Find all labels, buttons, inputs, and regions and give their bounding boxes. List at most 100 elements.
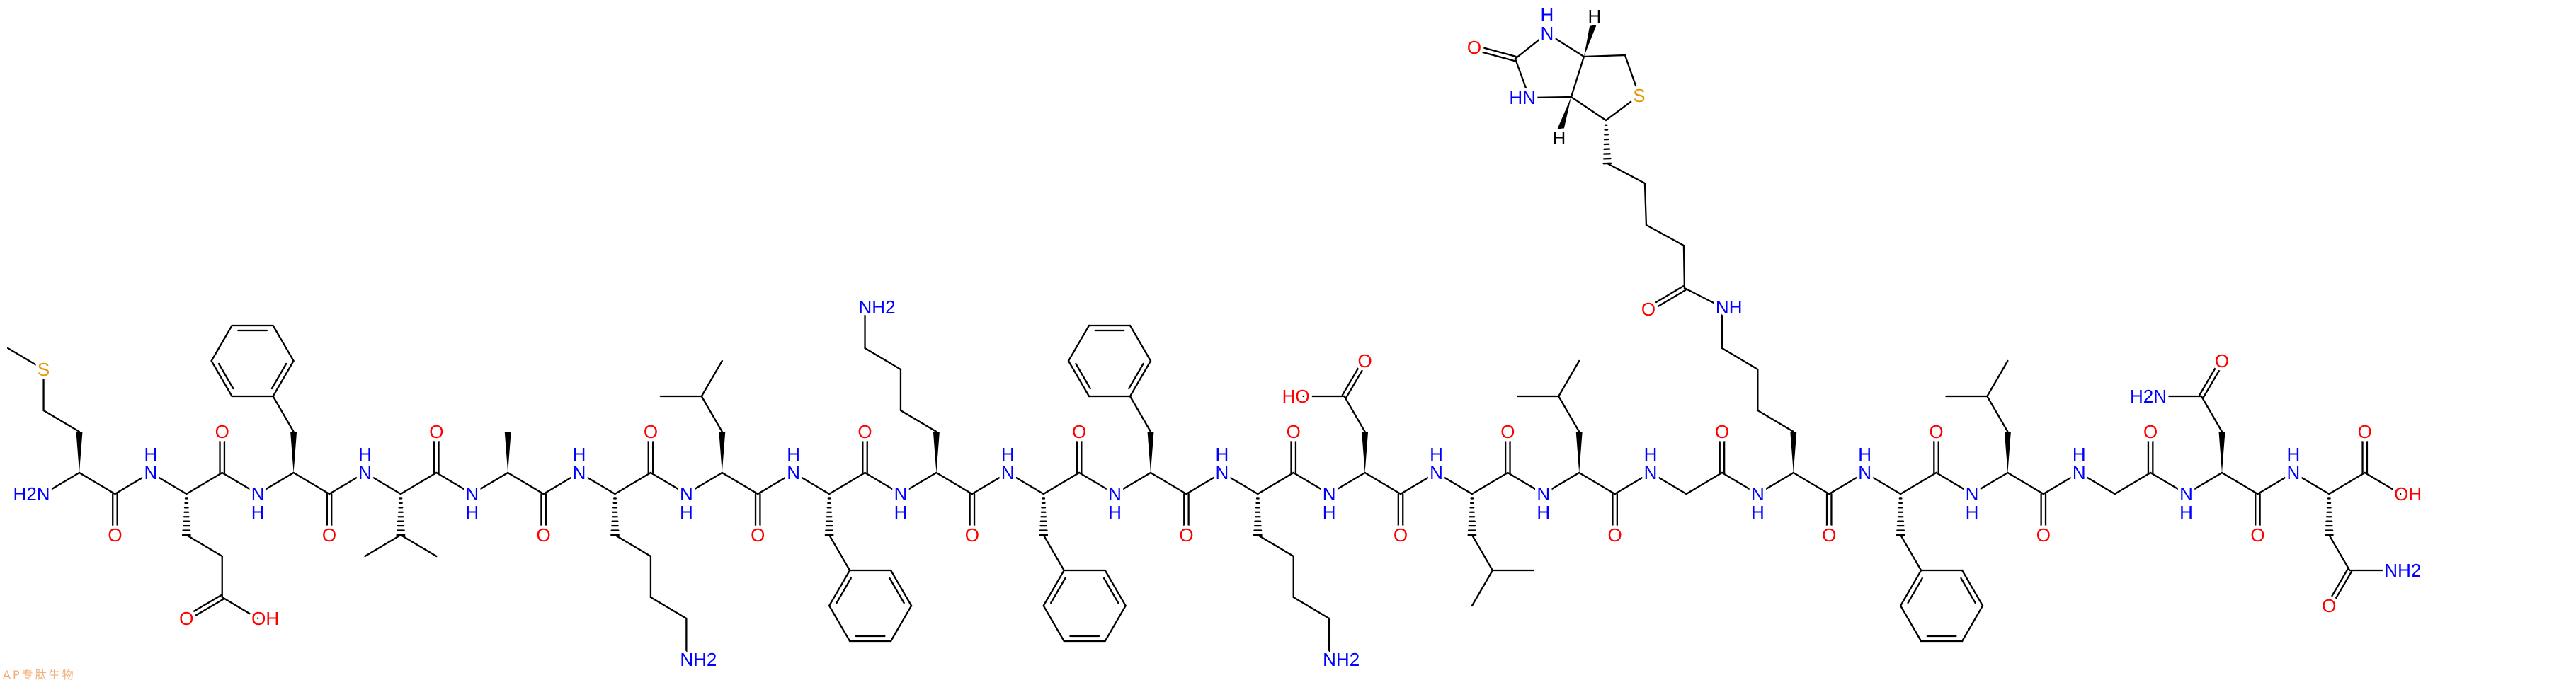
single-bond	[864, 471, 902, 495]
atom-label-h: H	[1541, 4, 1554, 25]
single-bond	[364, 471, 402, 495]
atom-label-n: N	[1215, 462, 1229, 483]
single-bond	[1292, 471, 1330, 495]
atom-label-nh: NH	[1716, 297, 1743, 318]
wedge-bond	[1147, 432, 1154, 473]
atom-label-h: H	[1537, 502, 1550, 523]
single-bond	[700, 395, 723, 433]
single-bond	[889, 604, 913, 643]
atom-label-n: N	[1858, 462, 1871, 483]
single-bond	[1546, 32, 1585, 58]
single-bond	[1104, 604, 1127, 643]
watermark-logo: AP专肽生物	[3, 668, 76, 681]
single-bond	[272, 395, 295, 433]
single-bond	[1864, 471, 1902, 495]
single-bond	[899, 409, 937, 433]
single-bond	[1971, 471, 2009, 495]
aromatic-double-bond	[836, 577, 852, 604]
atom-label-h: H	[1858, 444, 1871, 465]
atom-label-oh: OH	[2394, 483, 2422, 505]
double-bond	[2199, 365, 2218, 396]
single-bond	[1558, 395, 1580, 433]
double-bond	[192, 598, 224, 618]
single-bond	[757, 471, 794, 495]
single-bond	[1343, 395, 1366, 433]
atom-label-o: O	[1287, 421, 1301, 442]
single-bond	[1961, 569, 1984, 607]
single-bond	[221, 596, 259, 620]
single-bond	[2257, 471, 2295, 495]
atom-label-n: N	[680, 483, 693, 505]
single-bond	[1471, 534, 1494, 572]
atom-label-o: O	[537, 524, 551, 546]
single-bond	[1114, 471, 1152, 495]
single-bond	[210, 359, 233, 398]
single-bond	[1129, 359, 1152, 398]
single-bond	[1721, 347, 1759, 371]
atom-label-o: O	[429, 421, 443, 442]
single-bond	[1721, 471, 1759, 495]
single-bond	[1986, 359, 2009, 398]
atom-label-n: N	[894, 483, 908, 505]
single-bond	[186, 471, 223, 495]
atom-label-n: N	[1430, 462, 1443, 483]
double-bond	[1341, 365, 1360, 396]
atom-label-o: O	[1072, 421, 1086, 442]
atom-label-h2n: H2N	[2130, 386, 2167, 407]
single-bond	[700, 359, 723, 398]
single-bond	[649, 596, 688, 620]
single-bond	[1067, 324, 1090, 362]
atom-label-nh2: NH2	[680, 649, 717, 670]
single-bond	[1682, 244, 1686, 289]
single-bond	[1221, 471, 1259, 495]
single-bond	[42, 471, 81, 495]
double-bond	[1479, 50, 1516, 62]
single-bond	[328, 471, 366, 495]
atom-label-h: H	[894, 502, 908, 523]
single-bond	[78, 471, 116, 495]
atom-label-nh2: NH2	[859, 297, 896, 318]
atom-label-n: N	[1001, 462, 1015, 483]
atom-label-ho: HO	[1282, 386, 1310, 407]
atom-label-h: H	[144, 444, 157, 465]
atom-label-o: O	[2358, 421, 2372, 442]
single-bond	[1257, 534, 1294, 558]
single-bond	[1007, 471, 1044, 495]
single-bond	[210, 324, 233, 362]
single-bond	[1471, 569, 1494, 607]
atom-label-h: H	[1215, 444, 1229, 465]
single-bond	[2114, 471, 2152, 495]
atom-label-n: N	[358, 462, 372, 483]
single-bond	[507, 471, 545, 495]
atom-label-h: H	[1751, 502, 1765, 523]
single-bond	[542, 471, 581, 495]
single-bond	[1578, 471, 1616, 495]
single-bond	[2292, 471, 2330, 495]
atom-label-o: O	[1467, 37, 1481, 58]
single-bond	[1507, 471, 1544, 495]
atom-label-h: H	[787, 444, 800, 465]
single-bond	[1185, 471, 1224, 495]
atom-label-o: O	[965, 524, 979, 546]
single-bond	[828, 569, 851, 607]
aromatic-double-bond	[1907, 577, 1923, 604]
single-bond	[1042, 534, 1065, 572]
single-bond	[1542, 471, 1580, 495]
atom-label-n: N	[1751, 483, 1765, 505]
aromatic-double-bond	[270, 362, 287, 390]
single-bond	[1042, 569, 1065, 607]
wedge-bond	[1557, 97, 1571, 131]
atom-label-oh: OH	[251, 608, 279, 629]
atom-label-o: O	[644, 421, 658, 442]
single-bond	[1514, 32, 1549, 60]
single-bond	[828, 534, 851, 572]
atom-label-h2n: H2N	[13, 483, 50, 505]
single-bond	[1683, 287, 1723, 309]
atom-label-o: O	[2322, 595, 2336, 616]
bonds-layer	[6, 23, 2402, 661]
single-bond	[1605, 94, 1641, 122]
atom-label-o: O	[1394, 524, 1408, 546]
single-bond	[685, 471, 723, 495]
